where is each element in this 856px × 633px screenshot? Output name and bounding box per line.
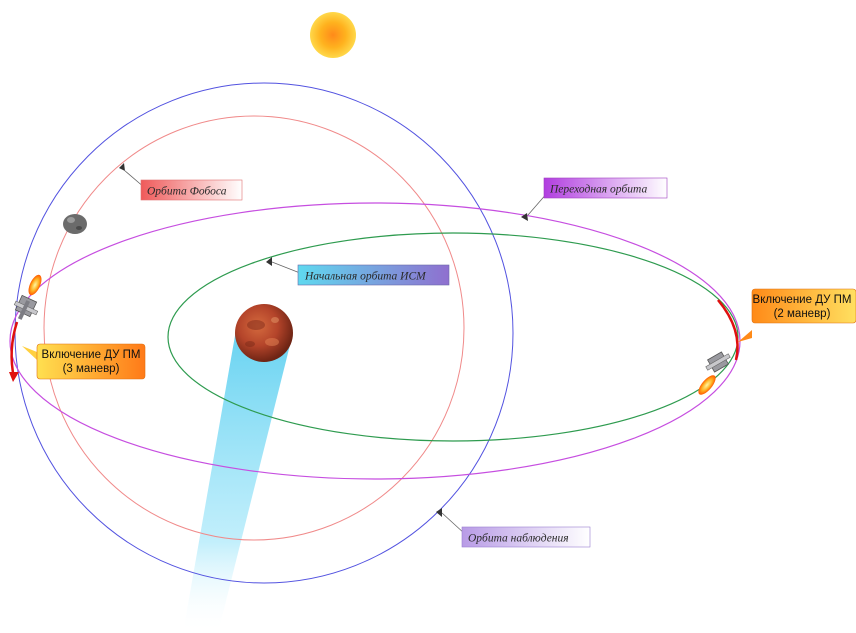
maneuver-2-line2: (2 маневр) <box>774 308 831 320</box>
observation-orbit-label: Орбита наблюдения <box>461 526 591 548</box>
leader-line-observation <box>441 512 466 535</box>
observation-orbit-label-text: Орбита наблюдения <box>468 533 569 545</box>
initial-orbit-label-text: Начальная орбита ИСМ <box>304 271 427 283</box>
maneuver-2-line1: Включение ДУ ПМ <box>753 294 852 306</box>
direction-arrow-initial <box>266 257 272 266</box>
phobos-orbit <box>43 115 465 541</box>
sun-icon <box>310 12 356 58</box>
transfer-orbit-label: Переходная орбита <box>543 177 668 199</box>
mars-shadow-cone <box>183 330 290 633</box>
phobos-orbit-label-text: Орбита Фобоса <box>147 186 227 198</box>
direction-arrow-phobos <box>119 163 125 171</box>
maneuver-3-callout: Включение ДУ ПМ (3 маневр) <box>22 343 146 380</box>
phobos-orbit-label: Орбита Фобоса <box>140 179 243 201</box>
initial-orbit <box>167 232 739 442</box>
maneuver-2-callout: Включение ДУ ПМ (2 маневр) <box>738 288 856 342</box>
initial-orbit-label: Начальная орбита ИСМ <box>297 264 450 286</box>
leader-line-initial <box>271 261 301 274</box>
burn-arc-right <box>717 299 739 361</box>
direction-arrow-transfer <box>521 213 528 221</box>
phobos-moon <box>63 214 87 234</box>
maneuver-3-line2: (3 маневр) <box>63 363 120 375</box>
burn-arrow-left <box>9 372 19 382</box>
maneuver-3-line1: Включение ДУ ПМ <box>42 349 141 361</box>
mars-planet <box>235 304 293 362</box>
spacecraft-icon <box>698 351 731 395</box>
burn-arc-left <box>10 321 19 379</box>
spacecraft-icon <box>13 274 42 320</box>
transfer-orbit-label-text: Переходная орбита <box>549 184 648 196</box>
direction-arrow-observation <box>436 508 442 517</box>
